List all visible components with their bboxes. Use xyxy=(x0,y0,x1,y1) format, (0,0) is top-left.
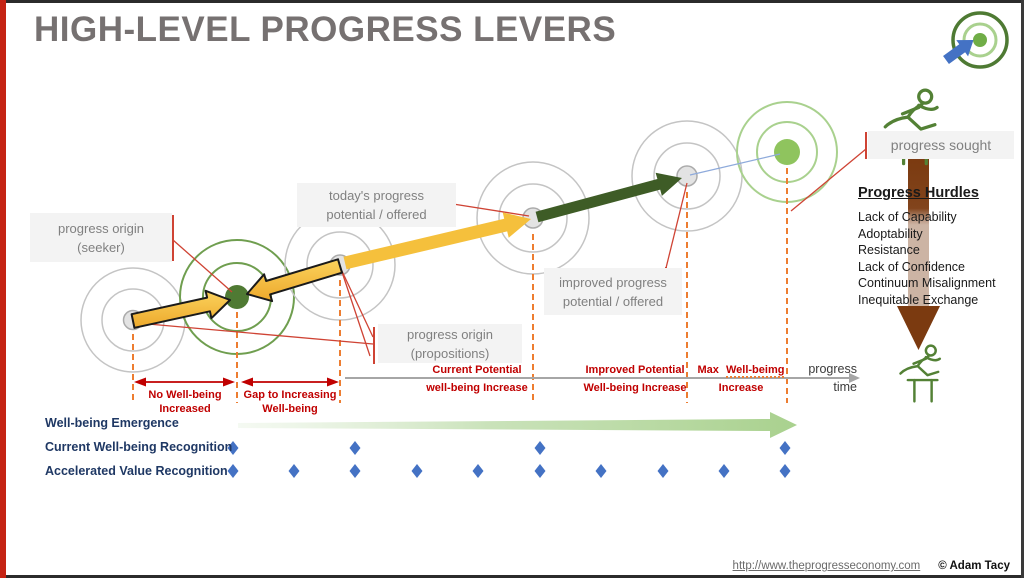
segment-max-wellbeing: Max Well-beimg Increase xyxy=(697,364,785,394)
segment-gap-to-increasing: Gap to Increasing Well-being xyxy=(243,389,337,415)
recognition-diamond-icon xyxy=(718,464,730,478)
recognition-diamond-icon xyxy=(227,464,239,478)
dashed-droplines xyxy=(132,168,788,403)
segment-improved-potential: Improved Potential Well-being Increase xyxy=(583,364,687,394)
callout-text: (seeker) xyxy=(77,239,125,255)
target-progress-sought xyxy=(736,101,838,203)
callout-connectors xyxy=(136,132,867,364)
target-improved-potential xyxy=(631,120,743,232)
top-border xyxy=(0,0,1024,3)
footer-link[interactable]: http://www.theprogresseconomy.com xyxy=(732,560,921,572)
callout-text: today's progress xyxy=(329,188,424,203)
hurdles-item: Lack of Capability xyxy=(858,210,957,224)
wellbeing-emergence-arrow-icon xyxy=(238,412,797,438)
recognition-diamond-icon xyxy=(779,464,791,478)
callout-improved-progress-potential: improved progress potential / offered xyxy=(544,268,682,315)
callout-text: progress origin xyxy=(407,326,493,342)
recognition-diamond-icon xyxy=(411,464,423,478)
yellow-arrow-proposition-icon xyxy=(246,258,343,303)
callout-progress-origin-propositions: progress origin (propositions) xyxy=(378,324,522,363)
target-logo-icon xyxy=(943,11,1009,69)
recognition-diamond-icon xyxy=(779,441,791,455)
hurdles-item: Inequitable Exchange xyxy=(858,292,979,307)
axis-label-progress: progress xyxy=(808,362,857,376)
recognition-diamond-icon xyxy=(534,464,546,478)
yellow-arrow-seeker-icon xyxy=(130,289,231,329)
segment-current-potential: Current Potential well-being Increase xyxy=(426,364,528,394)
callout-text: (propositions) xyxy=(410,345,490,361)
bottom-border xyxy=(0,575,1024,578)
green-arrow-improved-potential-icon xyxy=(535,172,682,223)
callout-progress-sought: progress sought xyxy=(868,131,1014,159)
recognition-diamond-icon xyxy=(534,441,546,455)
yellow-arrow-todays-potential-icon xyxy=(343,212,531,270)
row-accelerated-value-recognition: Accelerated Value Recognition xyxy=(45,464,228,478)
callout-progress-origin-seeker: progress origin (seeker) xyxy=(30,213,172,262)
progress-hurdles-panel: Progress Hurdles Lack of Capability Adop… xyxy=(858,185,1018,308)
row-wellbeing-emergence: Well-being Emergence xyxy=(45,416,179,430)
recognition-diamond-icon xyxy=(472,464,484,478)
recognition-diamond-icon xyxy=(595,464,607,478)
hurdles-item: Continuum Misalignment xyxy=(858,276,996,290)
segment-no-wellbeing: No Well-being Increased xyxy=(148,389,222,415)
axis-label-time: time xyxy=(833,380,857,394)
callout-text: improved progress xyxy=(559,274,667,290)
hurdles-item: Lack of Confidence xyxy=(858,259,966,274)
time-axis xyxy=(345,373,860,383)
recognition-diamonds xyxy=(227,441,791,478)
recognition-diamond-icon xyxy=(657,464,669,478)
callout-text: progress origin xyxy=(58,220,144,236)
hurdles-heading: Progress Hurdles xyxy=(858,185,979,201)
recognition-diamond-icon xyxy=(288,464,300,478)
row-current-wellbeing-recognition: Current Well-being Recognition xyxy=(45,440,233,454)
hurdles-item: Adoptability xyxy=(858,226,923,241)
right-border xyxy=(1021,0,1024,578)
recognition-diamond-icon xyxy=(349,464,361,478)
footer: http://www.theprogresseconomy.com © Adam… xyxy=(733,560,1010,572)
hurdles-down-arrow-icon xyxy=(897,157,940,350)
page-title: HIGH-LEVEL PROGRESS LEVERS xyxy=(34,10,617,49)
potential-to-sought-line xyxy=(689,153,781,176)
gap-wellbeing-span-arrow xyxy=(241,377,339,387)
callout-todays-progress-potential: today's progress potential / offered xyxy=(297,183,456,227)
callout-text: potential / offered xyxy=(562,293,664,309)
callout-text: potential / offered xyxy=(326,207,427,222)
no-wellbeing-span-arrow xyxy=(134,377,235,387)
left-accent-bar xyxy=(0,0,6,578)
footer-copyright: © Adam Tacy xyxy=(938,560,1010,572)
hurdles-item: Resistance xyxy=(858,243,920,257)
recognition-diamond-icon xyxy=(227,441,239,455)
hurdler-bottom-icon xyxy=(899,344,942,403)
callout-text: progress sought xyxy=(890,136,992,153)
recognition-diamond-icon xyxy=(349,441,361,455)
